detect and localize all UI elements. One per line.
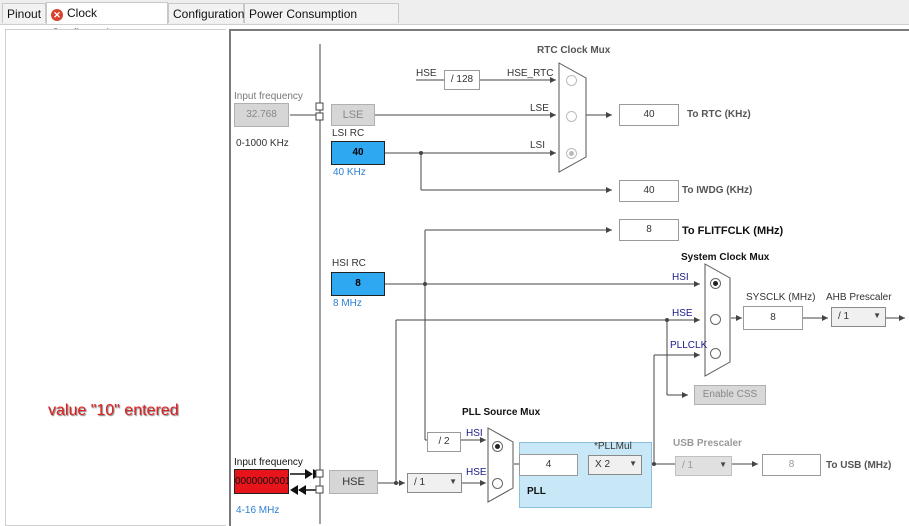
- usb-prescaler-dropdown[interactable]: / 1 ▼: [675, 456, 732, 476]
- chevron-down-icon: ▼: [873, 311, 881, 320]
- tab-label: Configuration: [173, 7, 245, 21]
- ahb-prescaler-label: AHB Prescaler: [826, 292, 892, 303]
- chevron-down-icon: ▼: [629, 459, 637, 468]
- pll-src-hse-radio[interactable]: [492, 478, 503, 489]
- lsi-title: LSI RC: [332, 128, 365, 139]
- pll-src-mux-title: PLL Source Mux: [462, 407, 541, 418]
- rtc-mux-title: RTC Clock Mux: [537, 45, 611, 56]
- ahb-prescaler-value: / 1: [838, 311, 850, 322]
- pll-mul-dropdown[interactable]: X 2 ▼: [588, 455, 642, 475]
- hsi-title: HSI RC: [332, 258, 366, 269]
- rtc-output-field: 40: [619, 104, 679, 126]
- pll-src-hsi-label: HSI: [466, 428, 483, 439]
- rtc-mux-hse-label: HSE: [416, 68, 437, 79]
- pll-src-hse-label: HSE: [466, 467, 487, 478]
- chevron-down-icon: ▼: [449, 477, 457, 486]
- iwdg-output-field: 40: [619, 180, 679, 202]
- rtc-mux-lse-radio[interactable]: [566, 111, 577, 122]
- lse-range-label: 0-1000 KHz: [236, 138, 289, 149]
- rtc-mux-lsi-radio[interactable]: [566, 148, 577, 159]
- hse-block: HSE: [329, 470, 378, 494]
- rtc-mux-lse-label: LSE: [530, 103, 549, 114]
- sys-mux-hse-label: HSE: [672, 308, 693, 319]
- rtc-mux-hse-rtc-label: HSE_RTC: [507, 68, 554, 79]
- rtc-output-label: To RTC (KHz): [687, 109, 751, 120]
- sys-mux-hsi-radio[interactable]: [710, 278, 721, 289]
- lsi-unit-label: 40 KHz: [333, 167, 366, 178]
- hse-rtc-divider: / 128: [444, 70, 480, 90]
- usb-output-label: To USB (MHz): [826, 460, 892, 471]
- annotation-text: value "10" entered: [48, 402, 179, 419]
- pll-mul-label: *PLLMul: [594, 441, 632, 452]
- hse-range-label: 4-16 MHz: [236, 505, 280, 516]
- usb-prescaler-value: / 1: [682, 460, 694, 471]
- sysclk-field[interactable]: 8: [743, 306, 803, 330]
- flitf-output-label: To FLITFCLK (MHz): [682, 225, 784, 237]
- sys-mux-pllclk-label: PLLCLK: [670, 340, 708, 351]
- sys-mux-title: System Clock Mux: [681, 252, 770, 263]
- tab-configuration[interactable]: Configuration: [168, 3, 244, 23]
- lse-input-frequency-label: Input frequency: [234, 91, 303, 102]
- sys-mux-pllclk-radio[interactable]: [710, 348, 721, 359]
- hse-frequency-field[interactable]: 0000000001: [234, 469, 289, 494]
- hsi-frequency-field[interactable]: 8: [331, 272, 385, 296]
- ahb-prescaler-dropdown[interactable]: / 1 ▼: [831, 307, 886, 327]
- tab-pinout[interactable]: Pinout: [2, 3, 46, 23]
- sys-mux-hse-radio[interactable]: [710, 314, 721, 325]
- hse-divider-value: / 1: [414, 477, 426, 488]
- sysclk-label: SYSCLK (MHz): [746, 292, 816, 303]
- chevron-down-icon: ▼: [719, 460, 727, 469]
- lse-frequency-field[interactable]: 32.768: [234, 103, 289, 127]
- enable-css-button[interactable]: Enable CSS: [694, 385, 766, 405]
- flitf-output-field: 8: [619, 219, 679, 241]
- error-icon: ✕: [51, 9, 63, 21]
- usb-prescaler-title: USB Prescaler: [673, 438, 742, 449]
- hsi-unit-label: 8 MHz: [333, 298, 362, 309]
- tab-label: Pinout: [7, 7, 42, 21]
- pll-mul-value: X 2: [595, 459, 611, 470]
- lsi-frequency-field[interactable]: 40: [331, 141, 385, 165]
- hsi-pll-divider: / 2: [427, 432, 461, 452]
- hse-divider-dropdown[interactable]: / 1 ▼: [407, 473, 462, 493]
- hse-input-frequency-label: Input frequency: [234, 457, 303, 468]
- lse-block: LSE: [331, 104, 375, 126]
- sys-mux-hsi-label: HSI: [672, 272, 689, 283]
- iwdg-output-label: To IWDG (KHz): [682, 185, 753, 196]
- rtc-mux-lsi-label: LSI: [530, 140, 546, 151]
- pll-label: PLL: [527, 486, 546, 497]
- usb-output-field: 8: [762, 454, 821, 476]
- rtc-mux-hse-radio[interactable]: [566, 75, 577, 86]
- pll-input-field: 4: [519, 454, 578, 476]
- pll-src-hsi-radio[interactable]: [492, 441, 503, 452]
- left-panel: [5, 29, 226, 526]
